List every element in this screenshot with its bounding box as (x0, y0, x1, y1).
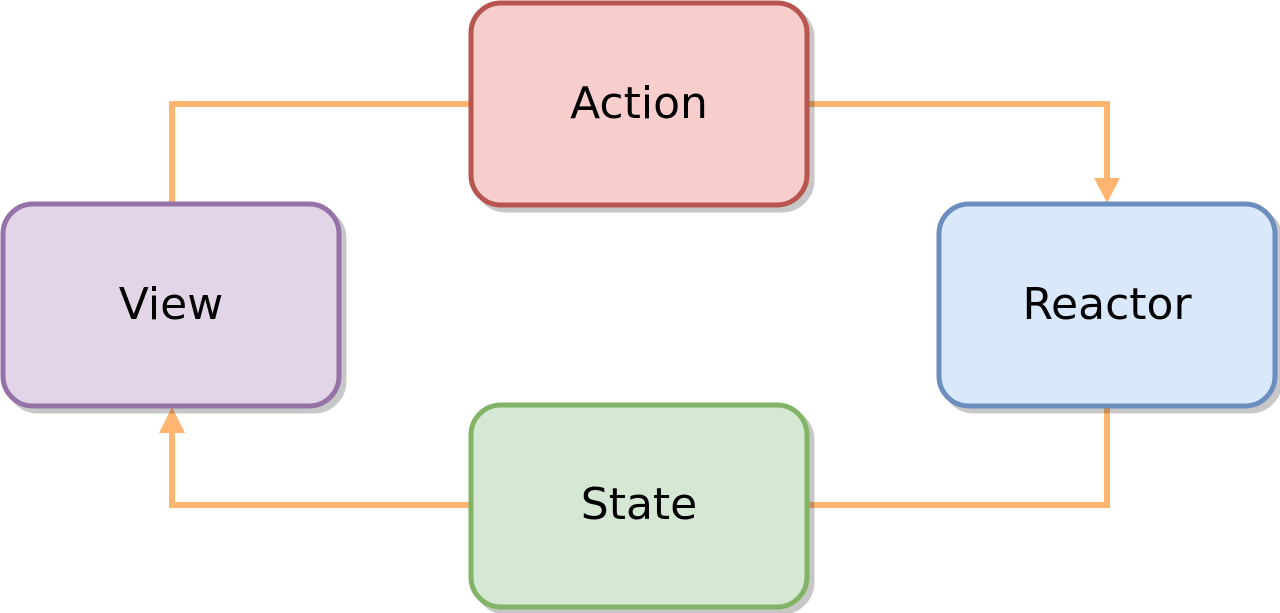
edges (159, 101, 1120, 508)
node-state: State (468, 402, 810, 610)
node-view-label: View (119, 279, 223, 330)
node-action: Action (468, 0, 810, 208)
edge-reactor-to-state (807, 405, 1110, 508)
arrowhead-reactor (1094, 178, 1120, 203)
node-reactor-label: Reactor (1022, 279, 1192, 330)
edge-view-to-action (169, 101, 471, 203)
edge-state-to-view (169, 430, 471, 508)
node-reactor: Reactor (936, 201, 1278, 409)
edge-action-to-reactor (807, 101, 1110, 182)
node-action-label: Action (570, 78, 708, 129)
node-view: View (0, 201, 342, 409)
arrowhead-view (159, 407, 185, 433)
node-state-label: State (581, 479, 697, 530)
